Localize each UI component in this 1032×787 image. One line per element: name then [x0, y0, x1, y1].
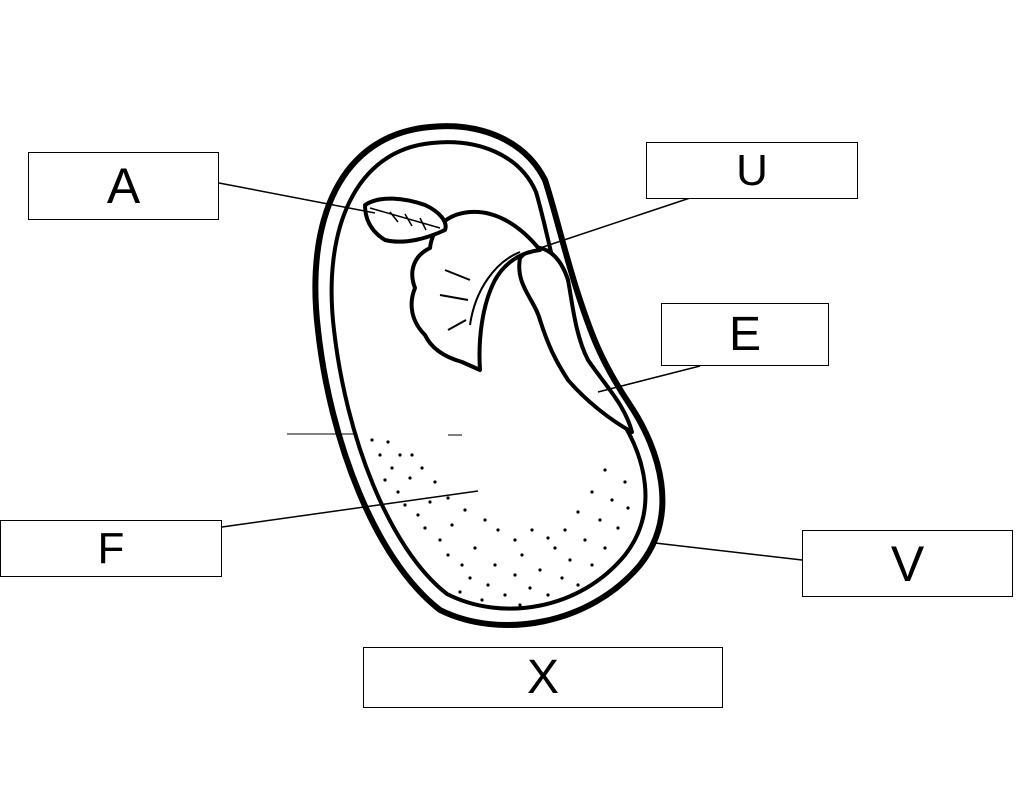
label-box-u: U	[646, 142, 858, 199]
leader-line-v	[654, 542, 803, 561]
label-x-text: X	[526, 651, 559, 704]
leader-line-e	[597, 365, 701, 393]
label-box-a: A	[28, 152, 219, 220]
leader-line-f	[221, 490, 479, 528]
plumule-leaf-vein	[439, 251, 521, 331]
plumule-large-leaf	[409, 209, 542, 372]
seed-coat-outer	[312, 123, 666, 628]
label-v-text: V	[890, 535, 925, 592]
label-box-e: E	[661, 303, 829, 366]
seed-coat-inner	[329, 140, 648, 611]
hypocotyl-radicle	[517, 245, 634, 434]
label-e-text: E	[728, 308, 761, 361]
plumule-small-leaf	[363, 196, 448, 244]
cotyledon-stipple	[370, 438, 630, 607]
label-u-text: U	[736, 145, 768, 195]
leader-line-u	[539, 197, 691, 249]
label-box-x: X	[363, 647, 723, 708]
plumule-small-leaf-vein	[369, 207, 441, 231]
leader-line-a	[218, 182, 376, 214]
label-a-text: A	[106, 158, 141, 214]
label-box-f: F	[0, 520, 222, 577]
label-f-text: F	[97, 523, 125, 573]
label-box-v: V	[802, 530, 1013, 597]
